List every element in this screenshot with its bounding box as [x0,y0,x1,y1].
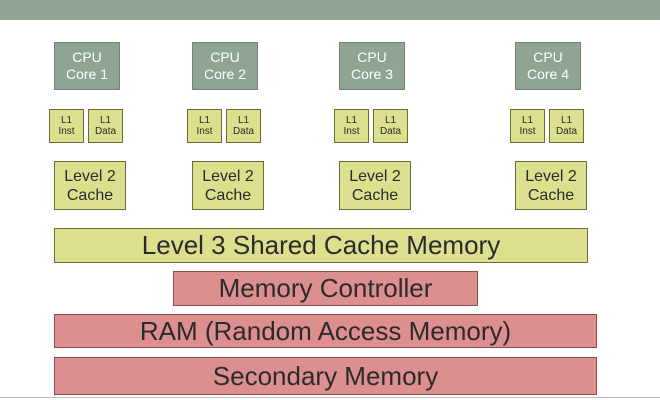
cpu-core-4-line-2: Core 4 [526,66,570,82]
cpu-core-4-line-1: CPU [533,49,563,65]
secondary-memory-label: Secondary Memory [212,360,439,391]
cpu-core-2: CPU Core 2 [192,42,258,90]
core-3-l1-inst-line-1: L1 [345,115,358,126]
core-4-l1-data-cache: L1 Data [549,109,584,143]
core-2-l1-inst-line-1: L1 [198,115,211,126]
core-4-l1-data-line-2: Data [555,126,578,137]
cpu-core-3-line-2: Core 3 [350,66,394,82]
cpu-core-3-line-1: CPU [357,49,387,65]
core-1-l1-data-cache: L1 Data [88,109,123,143]
core-1-l1-inst-line-2: Inst [58,126,75,137]
memory-controller: Memory Controller [173,271,478,306]
core-1-l1-inst-line-1: L1 [60,115,73,126]
core-1-l1-inst-cache: L1 Inst [49,109,84,143]
l3-shared-cache: Level 3 Shared Cache Memory [54,228,588,263]
cpu-core-1: CPU Core 1 [54,42,120,90]
core-1-l2-line-2: Cache [66,186,114,204]
core-2-l2-line-2: Cache [204,186,252,204]
core-1-l1-data-line-2: Data [94,126,117,137]
memory-controller-label: Memory Controller [218,273,433,303]
secondary-memory-block: Secondary Memory [54,357,597,395]
core-2-l1-data-line-2: Data [232,126,255,137]
core-3-l1-inst-line-2: Inst [343,126,360,137]
cpu-core-4: CPU Core 4 [515,42,581,90]
core-4-l2-line-2: Cache [527,186,575,204]
core-2-l2-cache: Level 2 Cache [192,161,264,210]
cpu-core-2-line-1: CPU [210,49,240,65]
core-3-l2-line-1: Level 2 [349,167,401,185]
cpu-core-2-line-2: Core 2 [203,66,247,82]
core-4-l2-line-1: Level 2 [525,167,577,185]
core-3-l1-inst-cache: L1 Inst [334,109,369,143]
core-4-l1-data-line-1: L1 [560,115,573,126]
core-3-l1-data-line-2: Data [379,126,402,137]
core-3-l2-cache: Level 2 Cache [339,161,411,210]
cpu-core-3: CPU Core 3 [339,42,405,90]
core-4-l2-cache: Level 2 Cache [515,161,587,210]
core-3-l1-data-cache: L1 Data [373,109,408,143]
core-1-l2-cache: Level 2 Cache [54,161,126,210]
cpu-core-1-line-1: CPU [72,49,102,65]
core-3-l2-line-2: Cache [351,186,399,204]
bottom-divider [0,397,660,398]
core-2-l2-line-1: Level 2 [202,167,254,185]
header-bar [0,0,660,20]
ram-block: RAM (Random Access Memory) [54,314,597,348]
core-4-l1-inst-line-2: Inst [519,126,536,137]
core-2-l1-inst-line-2: Inst [196,126,213,137]
core-2-l1-inst-cache: L1 Inst [187,109,222,143]
l3-shared-cache-label: Level 3 Shared Cache Memory [141,230,501,260]
ram-label: RAM (Random Access Memory) [139,315,512,346]
core-3-l1-data-line-1: L1 [384,115,397,126]
cpu-core-1-line-2: Core 1 [65,66,109,82]
core-4-l1-inst-line-1: L1 [521,115,534,126]
core-2-l1-data-line-1: L1 [237,115,250,126]
core-4-l1-inst-cache: L1 Inst [510,109,545,143]
core-2-l1-data-cache: L1 Data [226,109,261,143]
core-1-l1-data-line-1: L1 [99,115,112,126]
core-1-l2-line-1: Level 2 [64,167,116,185]
